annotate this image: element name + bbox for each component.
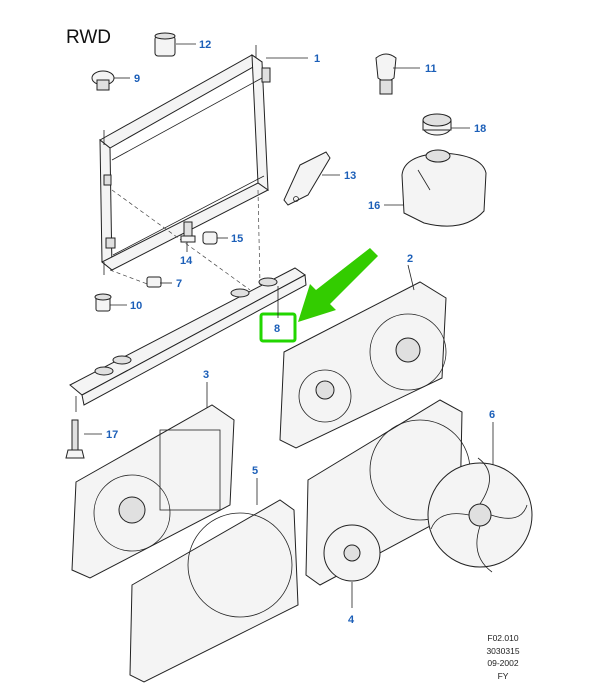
callout-4: 4 [348, 614, 355, 626]
callout-15: 15 [231, 233, 243, 245]
fan-shroud-panel [129, 499, 299, 683]
upper-mount-grommet [91, 70, 115, 91]
single-fan-shroud [71, 404, 235, 579]
bush [154, 32, 176, 57]
callout-6: 6 [489, 409, 495, 421]
callout-16: 16 [368, 200, 380, 212]
callout-10: 10 [130, 300, 142, 312]
callout-5: 5 [252, 465, 258, 477]
callout-13: 13 [344, 170, 356, 182]
highlight-arrow [298, 248, 378, 322]
fastener-14 [180, 221, 196, 243]
fastener-7 [146, 276, 162, 288]
callout-1: 1 [314, 53, 320, 65]
drawing-code: F02.010 [487, 633, 519, 643]
expansion-tank-cap [422, 113, 452, 136]
drawing-initials: FY [497, 670, 509, 681]
callout-17: 17 [106, 429, 118, 441]
large-fan-blade [427, 457, 533, 573]
small-fan-motor [323, 524, 381, 582]
nut-15 [202, 231, 218, 245]
callout-12: 12 [199, 39, 211, 51]
callout-8: 8 [274, 323, 280, 335]
tank-bracket [283, 151, 331, 206]
drawing-number: 3030315 [486, 645, 520, 656]
hose-clip [375, 53, 397, 95]
callout-7: 7 [176, 278, 182, 290]
callout-11: 11 [425, 63, 437, 75]
twin-fan-shroud [279, 281, 447, 449]
lower-support-bracket [69, 267, 307, 412]
callout-18: 18 [474, 123, 486, 135]
lower-mount-grommet [94, 293, 112, 312]
diagram-title: RWD [66, 27, 112, 48]
drawing-reference: F02.010 3030315 09-2002 FY [472, 632, 534, 682]
callout-14: 14 [180, 255, 193, 267]
bolt-17 [65, 419, 85, 459]
expansion-tank [401, 149, 487, 227]
callout-3: 3 [203, 369, 209, 381]
callout-9: 9 [134, 73, 140, 85]
callout-2: 2 [407, 253, 413, 265]
drawing-date: 09-2002 [487, 658, 519, 668]
